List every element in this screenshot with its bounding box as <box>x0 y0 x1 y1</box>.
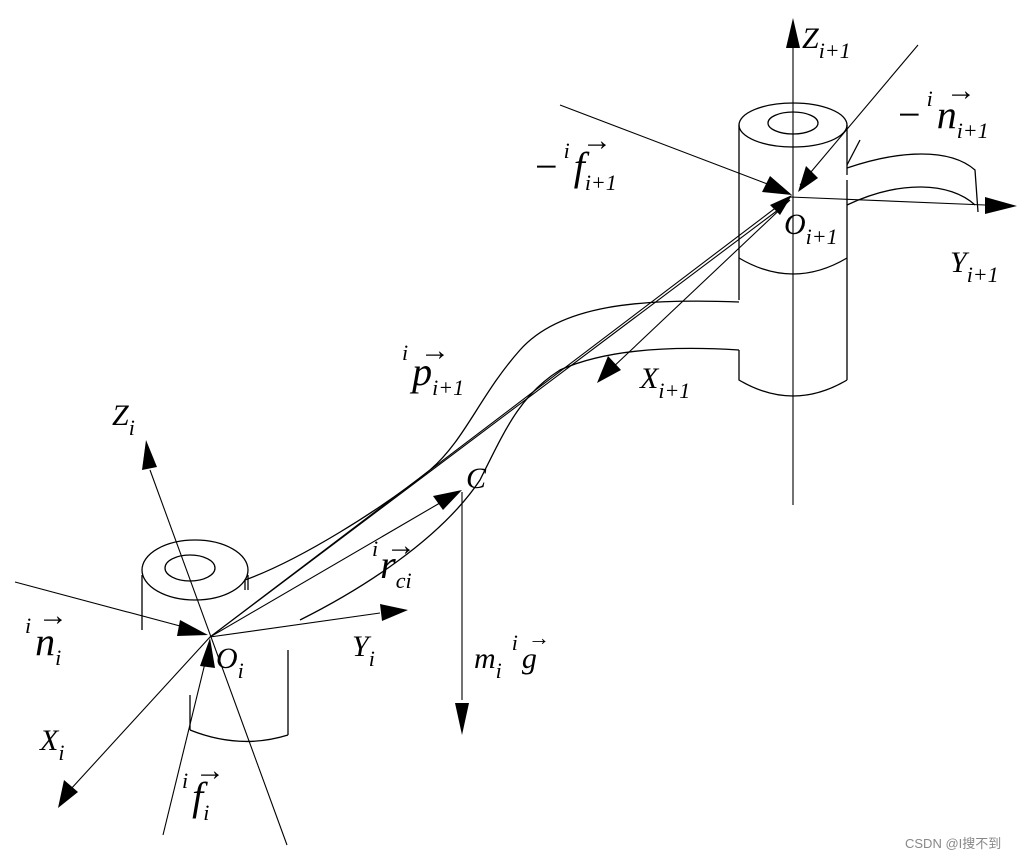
label-x-i1: Xi+1 <box>639 362 690 403</box>
label-r-ci: irci <box>372 536 412 593</box>
r-ci-vector <box>209 490 462 638</box>
z-i1-axis <box>786 18 800 505</box>
label-z-i1: Zi+1 <box>802 22 851 63</box>
label-o-i: Oi <box>216 642 244 683</box>
n-i1-moment-line <box>798 44 919 192</box>
vec-arrow-p-i1: → <box>420 334 450 367</box>
p-i1-vector <box>209 195 792 638</box>
f-i-force-line <box>162 638 215 836</box>
link-body <box>244 300 740 621</box>
vec-arrow-n-i: → <box>38 599 68 632</box>
y-i-axis <box>209 604 408 638</box>
vec-arrow-g: → <box>528 625 550 650</box>
x-i-axis <box>58 636 211 808</box>
label-y-i: Yi <box>352 630 375 671</box>
joint-i-cylinder <box>141 539 289 743</box>
label-o-i1: Oi+1 <box>784 208 838 249</box>
label-c: C <box>466 462 487 495</box>
n-i-moment-line <box>14 581 208 636</box>
label-z-i: Zi <box>112 399 135 440</box>
gravity-vector <box>455 492 469 735</box>
label-y-i1: Yi+1 <box>950 246 999 287</box>
watermark: CSDN @I搜不到 <box>905 836 1001 851</box>
x-i1-axis <box>597 199 791 383</box>
vec-arrow-f-i1: → <box>582 124 612 157</box>
y-i1-axis <box>789 196 1017 214</box>
f-i1-force-line <box>559 104 792 195</box>
link-end-extension <box>846 139 979 213</box>
vec-arrow-n-i1: → <box>946 74 976 107</box>
label-x-i: Xi <box>39 724 64 765</box>
vec-arrow-f-i: → <box>195 754 225 787</box>
z-i-axis <box>142 440 288 846</box>
vec-arrow-r-ci: → <box>386 529 416 562</box>
